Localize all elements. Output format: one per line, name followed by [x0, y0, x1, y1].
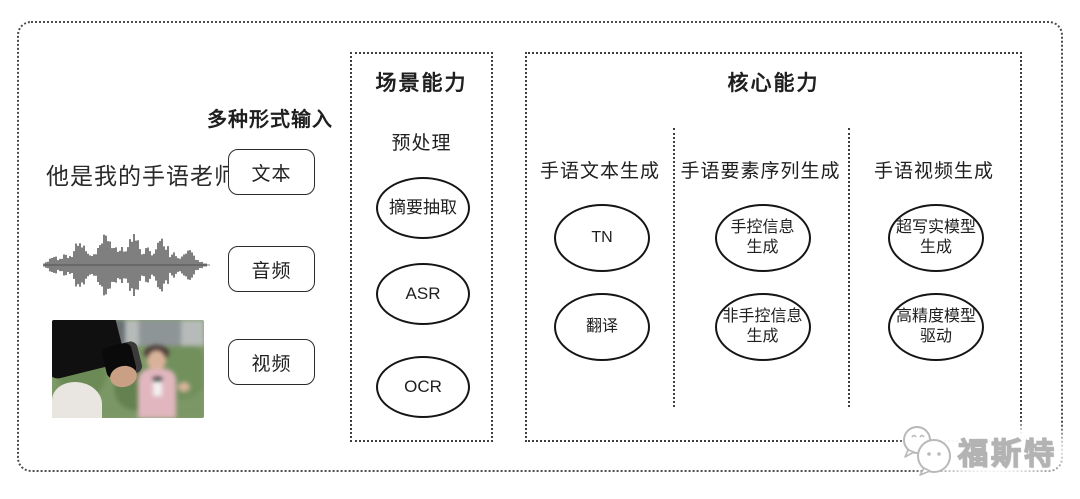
input-type-video-label: 视频	[251, 353, 292, 375]
input-type-audio-box: 音频	[228, 246, 315, 292]
column-text-generation: 手语文本生成 TN 翻译	[527, 54, 673, 440]
node-summary-extraction: 摘要抽取	[376, 177, 470, 239]
node-tn: TN	[554, 204, 650, 272]
column-divider	[848, 128, 850, 407]
column-element-sequence-generation: 手语要素序列生成 手控信息 生成 非手控信息 生成	[673, 54, 848, 440]
column-header: 手语要素序列生成	[680, 161, 841, 182]
column-header: 手语视频生成	[873, 161, 994, 182]
node-label: 生成	[746, 328, 779, 345]
sample-sentence-text: 他是我的手语老师	[46, 163, 238, 189]
node-high-precision-model-driving: 高精度模型 驱动	[888, 293, 984, 361]
node-label: 非手控信息	[722, 308, 803, 325]
core-capability-box: 核心能力 手语文本生成 TN 翻译 手语要素序列生成 手控信息 生成 非手控信息…	[525, 52, 1022, 442]
scene-capability-box: 场景能力 预处理 摘要抽取 ASR OCR	[350, 52, 493, 442]
node-label: ASR	[405, 284, 441, 304]
column-divider	[673, 128, 675, 407]
node-label: 摘要抽取	[389, 198, 457, 218]
node-ocr: OCR	[376, 356, 470, 418]
node-label: 生成	[746, 239, 779, 256]
node-asr: ASR	[376, 263, 470, 325]
node-label: 翻译	[585, 318, 618, 335]
outer-dotted-border	[17, 21, 1063, 472]
input-type-text-label: 文本	[251, 163, 292, 185]
node-label: 超写实模型	[895, 219, 976, 236]
input-type-text-box: 文本	[228, 149, 315, 195]
camera-foreground	[52, 320, 204, 418]
core-box-title: 核心能力	[727, 72, 820, 95]
chat-bubbles-icon	[903, 426, 951, 476]
node-label: 生成	[919, 239, 952, 256]
node-translation: 翻译	[554, 293, 650, 361]
audio-waveform-icon	[43, 234, 210, 296]
preprocess-label: 预处理	[391, 133, 452, 154]
input-section-title: 多种形式输入	[207, 109, 333, 131]
node-label: 驱动	[919, 328, 952, 345]
input-type-audio-label: 音频	[251, 260, 292, 282]
node-manual-info-generation: 手控信息 生成	[714, 204, 811, 272]
node-label: 手控信息	[730, 219, 795, 236]
node-nonmanual-info-generation: 非手控信息 生成	[714, 293, 811, 361]
scene-box-title: 场景能力	[375, 72, 468, 95]
node-label: 高精度模型	[895, 308, 976, 325]
node-label: OCR	[404, 377, 442, 397]
column-header: 手语文本生成	[539, 161, 660, 182]
reporter-video-photo	[52, 320, 204, 418]
watermark-text: 福斯特	[957, 437, 1057, 471]
node-label: TN	[591, 229, 613, 246]
node-hyperreal-model-generation: 超写实模型 生成	[888, 204, 984, 272]
watermark: 福斯特	[896, 420, 1072, 482]
input-type-video-box: 视频	[228, 339, 315, 385]
column-video-generation: 手语视频生成 超写实模型 生成 高精度模型 驱动	[848, 54, 1020, 440]
